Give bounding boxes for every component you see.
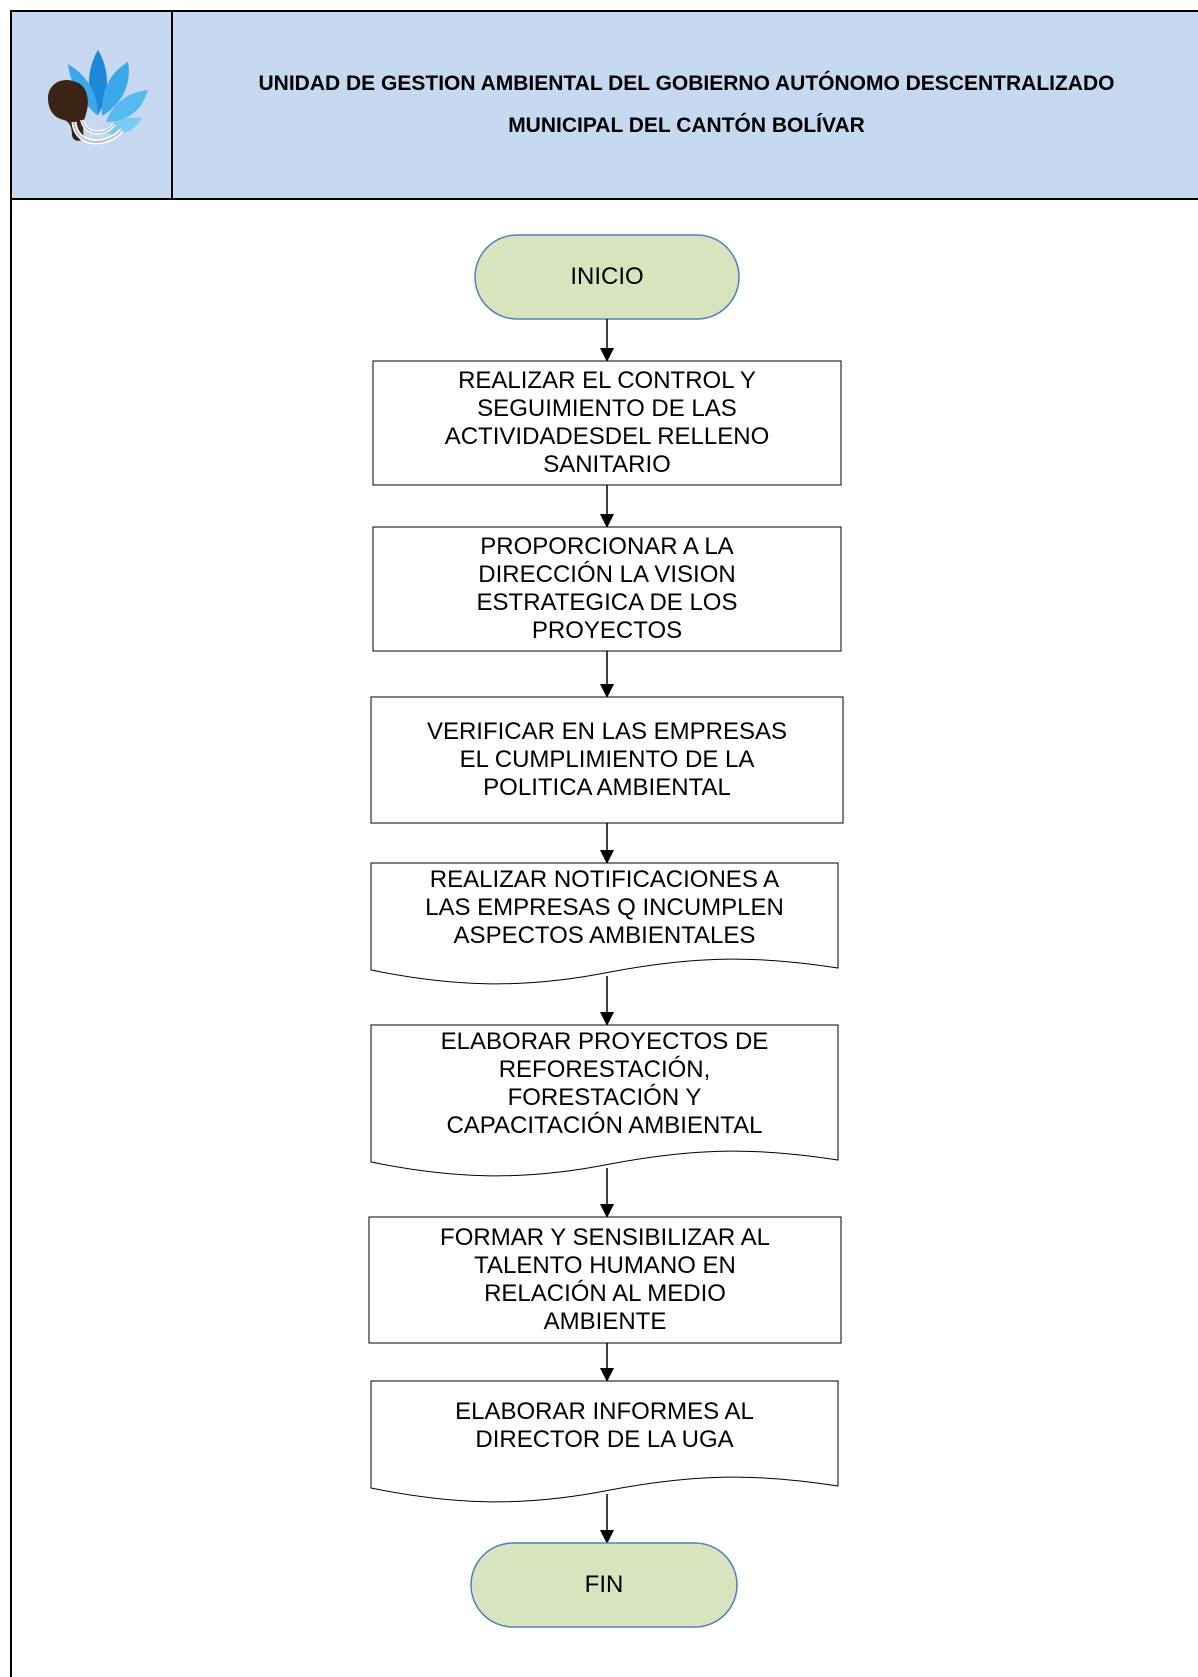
step-5-label: ELABORAR PROYECTOS DE REFORESTACIÓN, FOR…: [440, 1028, 769, 1139]
end-label: FIN: [584, 1571, 624, 1598]
step-7-label: ELABORAR INFORMES AL DIRECTOR DE LA UGA: [455, 1398, 754, 1453]
document-step: [370, 1024, 839, 1177]
step-3-label: VERIFICAR EN LAS EMPRESAS EL CUMPLIMIENT…: [426, 718, 788, 801]
page-title: UNIDAD DE GESTION AMBIENTAL DEL GOBIERNO…: [173, 12, 1198, 198]
lotus-mammoth-logo-icon: [48, 50, 148, 145]
end-terminal: [470, 1542, 738, 1628]
step-6-label: FORMAR Y SENSIBILIZAR AL TALENTO HUMANO …: [440, 1224, 770, 1335]
process-step: [370, 696, 844, 824]
title-line-1: UNIDAD DE GESTION AMBIENTAL DEL GOBIERNO…: [258, 72, 1115, 95]
step-1-label: REALIZAR EL CONTROL Y SEGUIMIENTO DE LAS…: [444, 367, 770, 478]
logo-cell: [12, 12, 173, 198]
page-frame: UNIDAD DE GESTION AMBIENTAL DEL GOBIERNO…: [10, 10, 1198, 1677]
process-step: [372, 526, 842, 652]
document-step: [370, 1380, 839, 1503]
process-step: [368, 1216, 842, 1344]
step-4-label: REALIZAR NOTIFICACIONES A LAS EMPRESAS Q…: [425, 866, 784, 949]
process-step: [372, 360, 842, 486]
step-2-label: PROPORCIONAR A LA DIRECCIÓN LA VISION ES…: [476, 533, 738, 644]
start-label: INICIO: [570, 263, 644, 290]
document-step: [370, 862, 839, 985]
title-line-2: MUNICIPAL DEL CANTÓN BOLÍVAR: [508, 114, 865, 137]
header-banner: UNIDAD DE GESTION AMBIENTAL DEL GOBIERNO…: [12, 12, 1198, 200]
